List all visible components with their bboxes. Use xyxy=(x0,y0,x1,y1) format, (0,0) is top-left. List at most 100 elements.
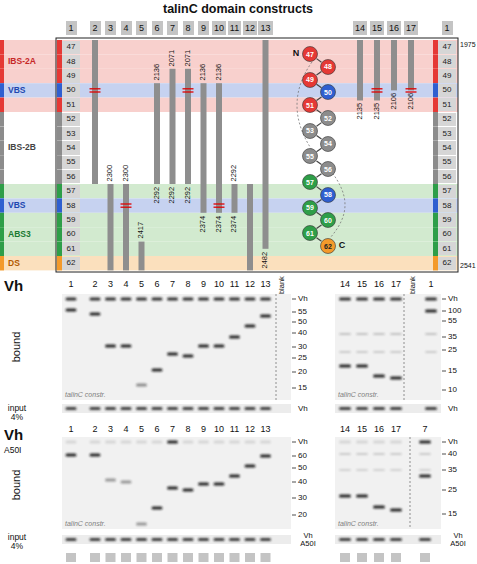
chain-link xyxy=(317,148,322,152)
lane-number: 9 xyxy=(201,280,206,290)
lane-tag: 17 xyxy=(404,21,418,35)
lane-box xyxy=(66,553,76,562)
construct-bar xyxy=(216,83,222,213)
protein-band xyxy=(419,453,431,455)
domain-number: 56 xyxy=(324,166,332,173)
circle-shape xyxy=(321,111,336,126)
marker-tick xyxy=(442,390,446,391)
circle-shape xyxy=(303,98,318,113)
size-marker: 60 xyxy=(298,452,307,461)
domain-circle: 60 xyxy=(320,212,336,228)
chain-link xyxy=(317,71,322,75)
lane-tag: 13 xyxy=(258,21,272,35)
domain-number: 60 xyxy=(67,230,76,238)
lane-number: 17 xyxy=(391,280,401,290)
size-marker: Vh xyxy=(298,438,308,447)
protein-band xyxy=(66,309,77,312)
region-strip xyxy=(0,141,4,155)
domain-circle: 50 xyxy=(320,84,336,100)
size-marker: 20 xyxy=(298,511,307,520)
chain-link xyxy=(317,238,322,242)
row-label: input 4% xyxy=(4,533,30,552)
lane-box xyxy=(374,553,384,562)
lane-number: 8 xyxy=(185,280,190,290)
size-marker: Vh xyxy=(448,405,458,414)
protein-band xyxy=(214,538,225,541)
protein-band xyxy=(229,441,240,444)
lane-box xyxy=(121,553,131,562)
protein-band xyxy=(339,495,351,498)
lane-number: 6 xyxy=(154,24,159,33)
domain-number: 57 xyxy=(306,179,314,186)
lane-number: 6 xyxy=(154,425,159,435)
domain-cell: 61 xyxy=(438,242,456,255)
protein-band xyxy=(66,538,77,541)
marker-tick xyxy=(292,498,296,499)
region-strip xyxy=(0,98,4,112)
protein-band xyxy=(229,407,240,410)
protein-band xyxy=(419,441,431,444)
domain-circle: 53 xyxy=(302,123,318,139)
domain-number: 61 xyxy=(443,245,452,253)
domain-cell: 51 xyxy=(62,98,80,111)
construct-boundary: 2482 xyxy=(261,251,269,268)
blot-panel xyxy=(335,535,441,544)
protein-band xyxy=(245,298,256,301)
domain-cell: 54 xyxy=(438,141,456,154)
protein-band xyxy=(121,345,132,348)
size-marker: Vh xyxy=(448,295,458,304)
lane-tag: 12 xyxy=(243,21,257,35)
lane-number: 1 xyxy=(428,280,433,290)
protein-band xyxy=(339,333,351,335)
protein-band xyxy=(339,351,351,353)
panel-label: A50I xyxy=(4,446,22,455)
protein-band xyxy=(260,298,271,301)
lane-number: 2 xyxy=(92,425,97,435)
terminus-label: N xyxy=(293,49,300,59)
chain-link xyxy=(317,199,322,203)
chain-link xyxy=(317,212,322,216)
protein-band xyxy=(198,345,209,348)
protein-band xyxy=(136,441,147,444)
lane-number: 15 xyxy=(357,425,367,435)
construct-bar xyxy=(357,40,363,100)
marker-tick xyxy=(442,470,446,471)
domain-cell: 58 xyxy=(62,199,80,212)
size-marker: 15 xyxy=(448,367,457,376)
chain-link xyxy=(317,59,322,63)
size-marker: 30 xyxy=(298,343,307,352)
lane-number: 5 xyxy=(139,24,144,33)
domain-number: 58 xyxy=(443,202,452,210)
lane-tag: 10 xyxy=(212,21,226,35)
chain-link xyxy=(317,84,322,88)
note: talinC constr. xyxy=(65,391,106,399)
region-label: VBS xyxy=(8,201,25,210)
protein-band xyxy=(390,407,402,410)
protein-band xyxy=(356,365,368,368)
construct-boundary: 2374 xyxy=(230,215,238,232)
region-strip xyxy=(0,256,4,270)
domain-circle: 55 xyxy=(302,148,318,164)
region-label: VBS xyxy=(8,86,25,95)
protein-band xyxy=(339,538,351,541)
domain-cell: 57 xyxy=(62,185,80,198)
domain-cell: 48 xyxy=(62,55,80,68)
domain-number: 58 xyxy=(324,191,332,198)
region-strip xyxy=(0,170,4,184)
domain-circle: 47 xyxy=(302,46,318,62)
region-strip xyxy=(0,242,4,256)
circle-shape xyxy=(303,149,318,164)
region-band xyxy=(0,198,458,212)
domain-number: 60 xyxy=(324,217,332,224)
region-strip xyxy=(0,184,4,198)
protein-band xyxy=(167,407,178,410)
mutation-mark xyxy=(406,88,417,89)
region-strip xyxy=(0,198,4,212)
protein-band xyxy=(425,351,437,353)
domain-number: 62 xyxy=(324,243,332,250)
protein-band xyxy=(66,298,77,301)
protein-band xyxy=(152,407,163,410)
lane-number: 16 xyxy=(374,425,384,435)
domain-number: 48 xyxy=(67,58,76,66)
domain-cell: 50 xyxy=(438,84,456,97)
